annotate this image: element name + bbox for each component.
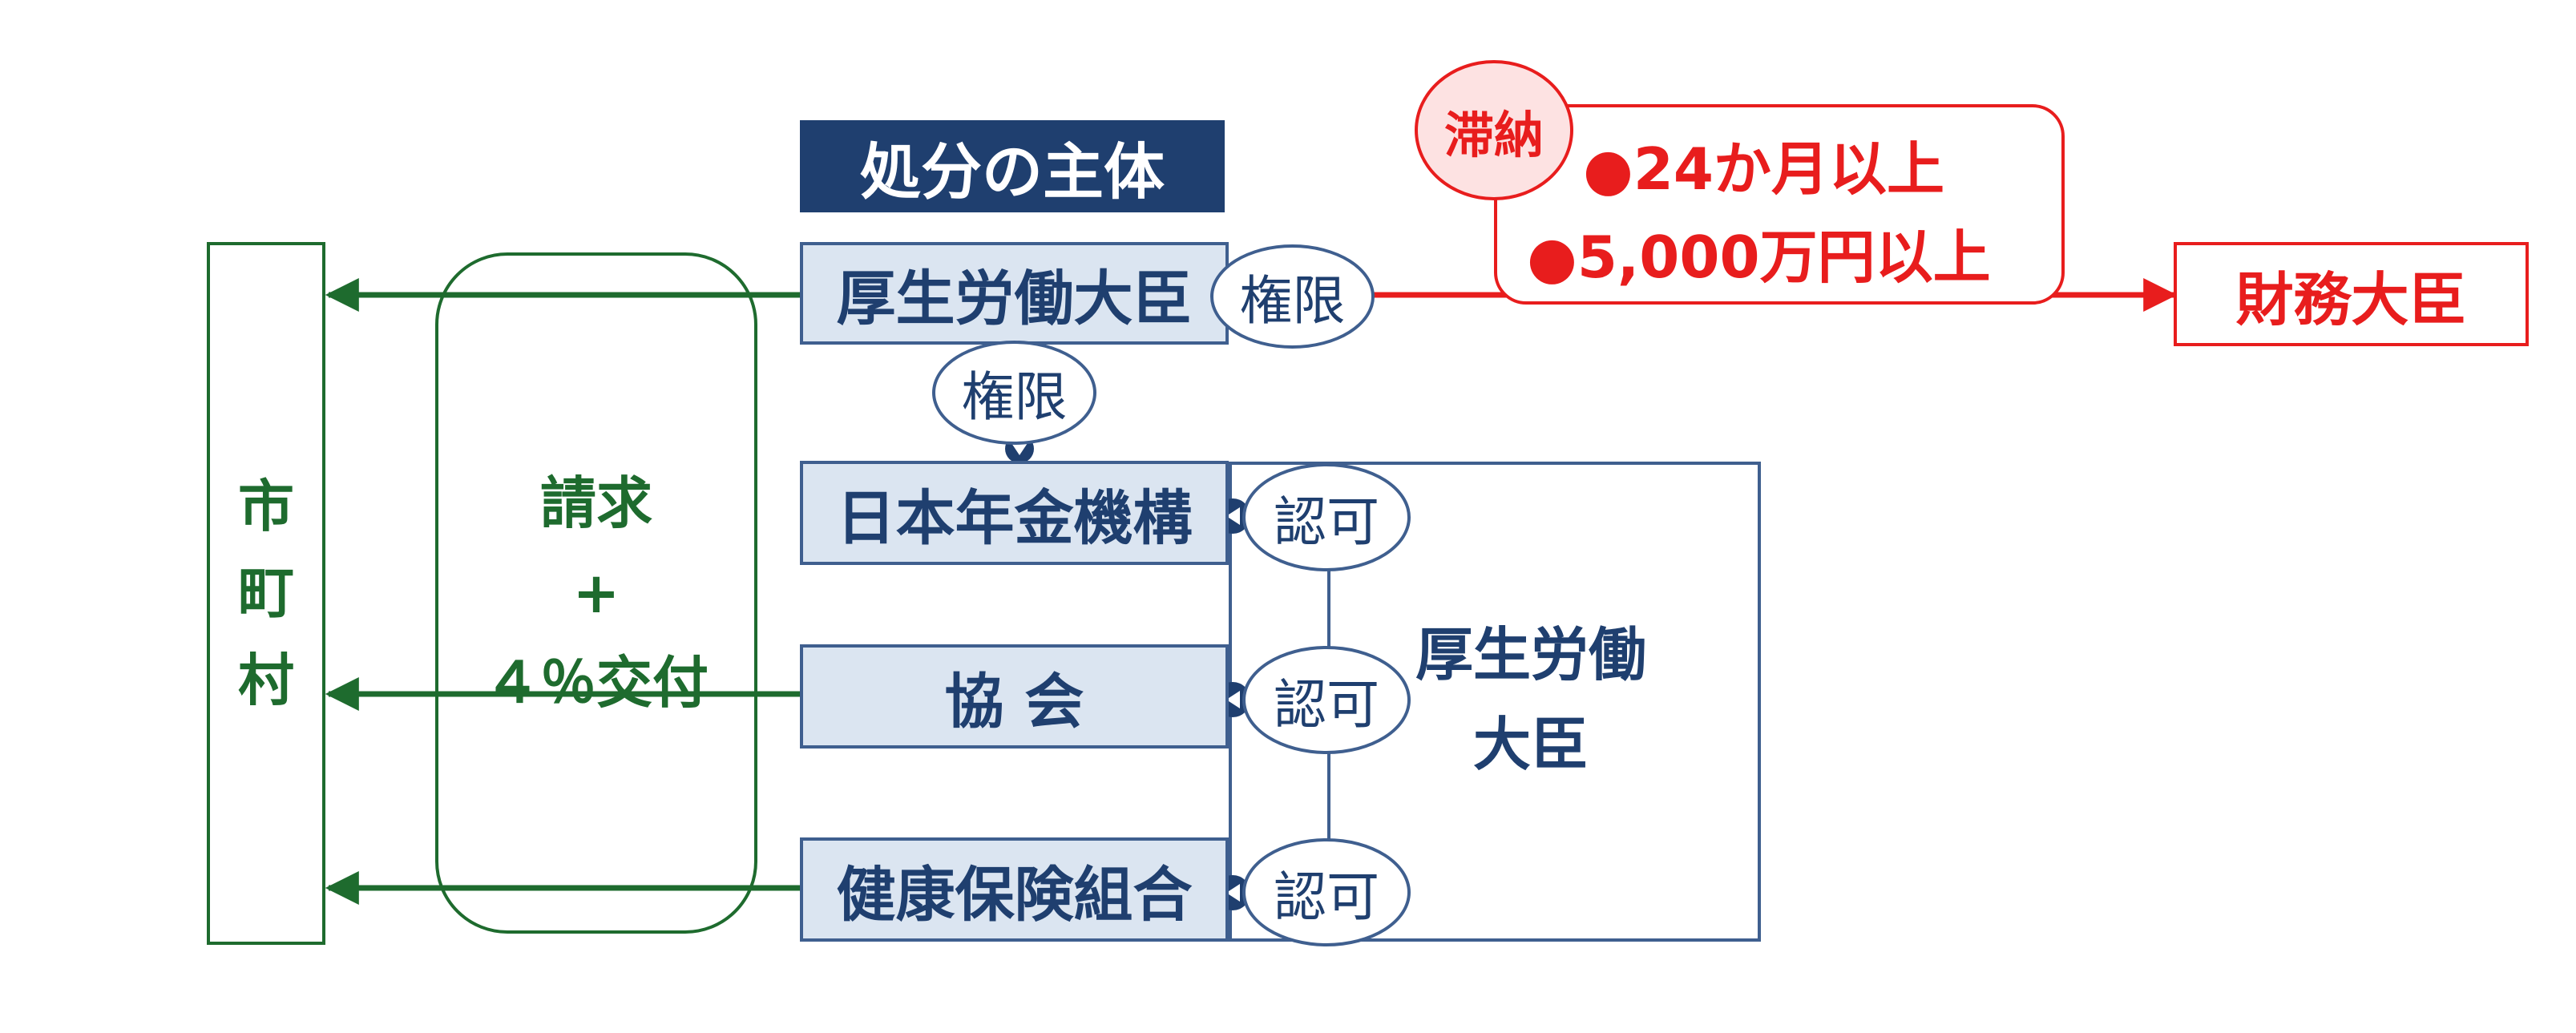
entity-kenpo: 健康保険組合 <box>800 837 1229 942</box>
approval-oval-kenpo: 認可 <box>1242 838 1411 946</box>
authority-oval-nenkin: 権限 <box>932 341 1096 445</box>
condition-amount: ●5,000万円以上 <box>1527 224 1991 291</box>
municipality-box: 市 町 村 <box>207 242 325 945</box>
finance-minister-box: 財務大臣 <box>2174 242 2529 346</box>
approver-line-1: 厚生労働 <box>1415 621 1646 688</box>
approval-glyph-3 <box>1226 884 1240 902</box>
condition-months: ●24か月以上 <box>1583 135 1945 203</box>
approval-oval-kyokai: 認可 <box>1242 646 1411 754</box>
municipality-char: 市 <box>238 473 294 539</box>
approver-label: 厚生労働 大臣 <box>1395 611 1667 789</box>
delinquency-condition-box <box>1494 104 2065 305</box>
entity-nenkin: 日本年金機構 <box>800 461 1229 565</box>
authority-down-glyph <box>1011 443 1028 455</box>
request-line-2: + <box>572 560 620 626</box>
request-line-1: 請求 <box>540 470 652 536</box>
entity-kyokai: 協 会 <box>800 644 1229 749</box>
header-label: 処分の主体 <box>800 120 1225 212</box>
approver-line-2: 大臣 <box>1472 710 1589 778</box>
authority-oval-finance: 権限 <box>1210 244 1375 349</box>
approval-glyph-2 <box>1226 691 1240 708</box>
municipality-char: 村 <box>238 647 294 713</box>
request-line-3: ４％交付 <box>484 650 709 716</box>
entity-mhlw: 厚生労働大臣 <box>800 242 1229 345</box>
delinquency-badge: 滞納 <box>1415 60 1573 200</box>
request-box: 請求 + ４％交付 <box>435 252 757 934</box>
municipality-char: 町 <box>238 560 294 627</box>
approval-oval-nenkin: 認可 <box>1242 463 1411 571</box>
approval-glyph-1 <box>1226 507 1240 525</box>
